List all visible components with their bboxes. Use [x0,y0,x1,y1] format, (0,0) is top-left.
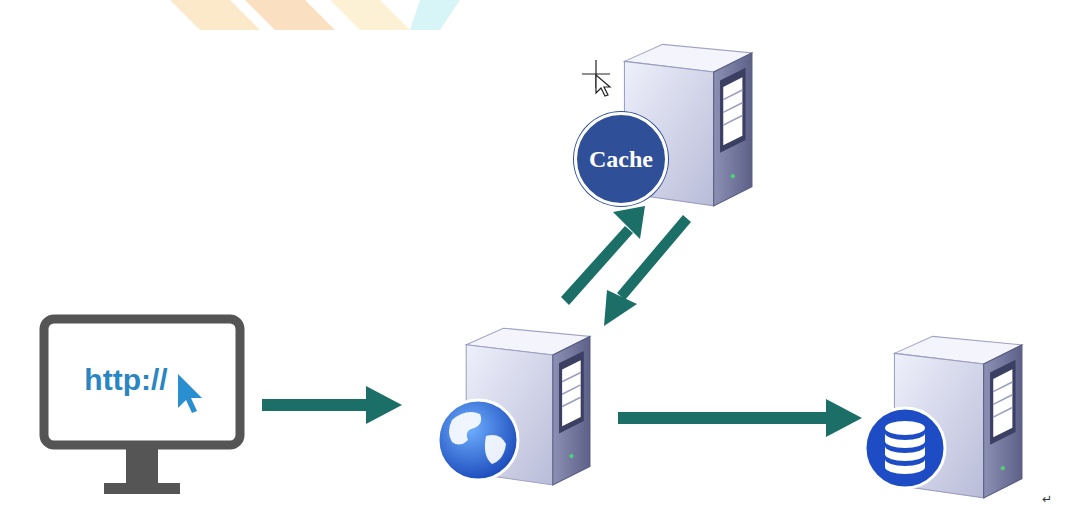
monitor-screen: http:// [56,350,196,410]
monitor-icon [44,319,240,494]
globe-icon [438,400,518,480]
node-text: http:// [84,363,167,397]
node-text: Cache [589,146,653,173]
flow-arrows [262,206,862,437]
move-cursor [582,60,610,96]
note-mark: ↵ [1042,492,1052,506]
mouse-cursor [178,374,202,413]
watermark-shapes [170,0,460,30]
cache-circle: Cache [574,112,668,206]
database-icon [865,408,945,488]
